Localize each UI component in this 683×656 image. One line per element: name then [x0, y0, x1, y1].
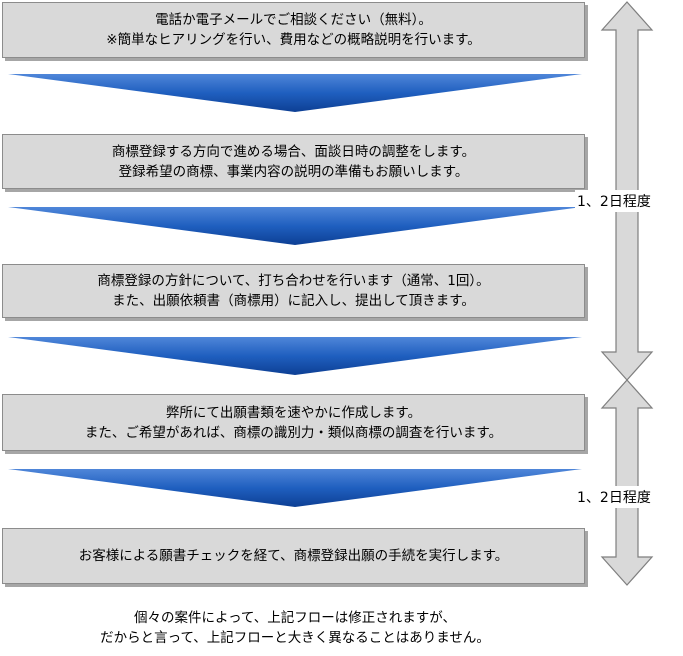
flow-step-5: お客様による願書チェックを経て、商標登録出願の手続を実行します。 — [2, 528, 585, 584]
flow-step-4: 弊所にて出願書類を速やかに作成します。 また、ご希望があれば、商標の識別力・類似… — [2, 394, 585, 451]
footer-line-1: 個々の案件によって、上記フローは修正されますが、 — [134, 610, 456, 626]
step-5-line-1: お客様による願書チェックを経て、商標登録出願の手続を実行します。 — [78, 548, 509, 564]
step-2-line-2: 登録希望の商標、事業内容の説明の準備もお願いします。 — [118, 163, 469, 180]
duration-label-2: 1、2日程度 — [575, 486, 653, 508]
step-4-line-2: また、ご希望があれば、商標の識別力・類似商標の調査を行います。 — [84, 424, 503, 441]
step-4-line-1: 弊所にて出願書類を速やかに作成します。 — [165, 404, 422, 421]
down-arrow-1 — [0, 74, 590, 112]
step-3-line-1: 商標登録の方針について、打ち合わせを行います（通常、1回）。 — [97, 273, 490, 289]
down-arrow-3 — [0, 337, 590, 375]
duration-arrow-lower — [600, 379, 654, 586]
flow-step-3: 商標登録の方針について、打ち合わせを行います（通常、1回）。 また、出願依頼書（… — [2, 264, 585, 318]
flow-step-1: 電話か電子メールでご相談ください（無料）。 ※簡単なヒアリングを行い、費用などの… — [2, 2, 585, 58]
down-arrow-4 — [0, 469, 590, 507]
step-1-line-2: ※簡単なヒアリングを行い、費用などの概略説明を行います。 — [106, 32, 481, 48]
down-arrow-2 — [0, 207, 590, 245]
footer-note: 個々の案件によって、上記フローは修正されますが、 だからと言って、上記フローと大… — [0, 608, 590, 648]
footer-line-2: だからと言って、上記フローと大きく異なることはありません。 — [100, 630, 490, 646]
step-2-line-1: 商標登録する方向で進める場合、面談日時の調整をします。 — [111, 143, 476, 160]
duration-label-1: 1、2日程度 — [575, 190, 653, 212]
flow-step-2: 商標登録する方向で進める場合、面談日時の調整をします。 登録希望の商標、事業内容… — [2, 134, 585, 189]
step-3-line-2: また、出願依頼書（商標用）に記入し、提出して頂きます。 — [112, 293, 475, 309]
step-1-line-1: 電話か電子メールでご相談ください（無料）。 — [155, 12, 432, 28]
